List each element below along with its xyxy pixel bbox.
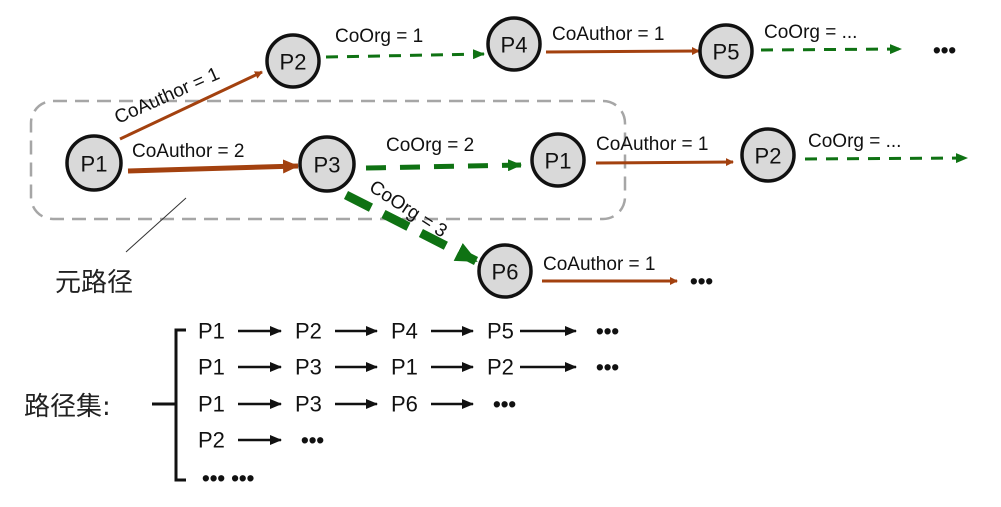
path-ellipsis: ••• ••• bbox=[202, 466, 254, 491]
path-set-bracket bbox=[152, 328, 186, 482]
node-p6: P6 bbox=[477, 243, 533, 299]
edge-p1b-p2b-coauthor bbox=[595, 158, 734, 167]
nodes-layer: P1 P2 P4 P5 P3 P1 P2 P6 bbox=[65, 16, 796, 299]
path-row: ••• ••• bbox=[202, 466, 254, 491]
node-label: P4 bbox=[501, 33, 528, 58]
node-label: P3 bbox=[314, 153, 341, 178]
edge-label-p1b-p2b: CoAuthor = 1 bbox=[596, 134, 709, 155]
path-node: P2 bbox=[487, 355, 514, 380]
edge-label-p4-p5: CoAuthor = 1 bbox=[552, 24, 665, 45]
edge-p5-next-coorg bbox=[760, 44, 902, 55]
node-label: P1 bbox=[545, 149, 572, 174]
path-node: P2 bbox=[198, 428, 225, 453]
node-p1-second: P1 bbox=[530, 132, 586, 188]
edge-p4-p5-coauthor bbox=[545, 47, 700, 56]
path-node: P1 bbox=[391, 355, 418, 380]
meta-path-label: 元路径 bbox=[55, 268, 133, 298]
ellipsis-top-right: ••• bbox=[933, 38, 956, 63]
path-row: P1 P3 P1 P2 ••• bbox=[198, 355, 619, 380]
path-node: P4 bbox=[391, 319, 418, 344]
path-ellipsis: ••• bbox=[596, 355, 619, 380]
path-node: P1 bbox=[198, 392, 225, 417]
path-node: P3 bbox=[295, 355, 322, 380]
meta-path-pointer-line bbox=[125, 197, 187, 253]
path-node: P1 bbox=[198, 319, 225, 344]
path-row: P1 P2 P4 P5 ••• bbox=[198, 319, 619, 344]
node-p1: P1 bbox=[65, 134, 123, 192]
path-row: P2 ••• bbox=[198, 428, 324, 453]
node-p5: P5 bbox=[698, 23, 754, 79]
edge-label-p3-p1: CoOrg = 2 bbox=[386, 135, 474, 156]
path-node: P1 bbox=[198, 355, 225, 380]
path-ellipsis: ••• bbox=[301, 428, 324, 453]
path-ellipsis: ••• bbox=[596, 319, 619, 344]
path-set-label: 路径集: bbox=[24, 392, 111, 422]
path-ellipsis: ••• bbox=[493, 392, 516, 417]
node-label: P2 bbox=[280, 50, 307, 75]
node-label: P1 bbox=[81, 152, 108, 177]
edge-p2b-next-coorg bbox=[804, 153, 968, 164]
node-label: P6 bbox=[492, 260, 519, 285]
meta-path-box bbox=[29, 99, 627, 221]
edge-p3-p6-coorg bbox=[343, 190, 479, 266]
path-node: P5 bbox=[487, 319, 514, 344]
node-label: P5 bbox=[713, 40, 740, 65]
node-p2: P2 bbox=[265, 33, 321, 89]
edge-label-p2b-next: CoOrg = ... bbox=[808, 131, 901, 152]
edge-label-p1-p2: CoAuthor = 1 bbox=[111, 64, 222, 129]
edge-label-p5-next: CoOrg = ... bbox=[764, 22, 857, 43]
ellipsis-p6-next: ••• bbox=[690, 269, 713, 294]
path-node: P6 bbox=[391, 392, 418, 417]
edge-label-p3-p6: CoOrg = 3 bbox=[365, 177, 450, 243]
node-p3: P3 bbox=[298, 135, 356, 193]
node-p4: P4 bbox=[486, 16, 542, 72]
path-node: P2 bbox=[295, 319, 322, 344]
edge-p1-p3-coauthor bbox=[127, 159, 299, 174]
edge-label-p1-p3: CoAuthor = 2 bbox=[132, 141, 245, 162]
edge-p2-p4-coorg bbox=[325, 49, 485, 60]
edge-label-p2-p4: CoOrg = 1 bbox=[335, 26, 423, 47]
edge-label-p6-next: CoAuthor = 1 bbox=[543, 254, 656, 275]
node-label: P2 bbox=[755, 144, 782, 169]
path-node: P3 bbox=[295, 392, 322, 417]
edge-p3-p1-coorg bbox=[365, 159, 522, 172]
path-row: P1 P3 P6 ••• bbox=[198, 392, 516, 417]
edge-p1-p2-coauthor bbox=[119, 70, 263, 141]
node-p2-second: P2 bbox=[740, 127, 796, 183]
